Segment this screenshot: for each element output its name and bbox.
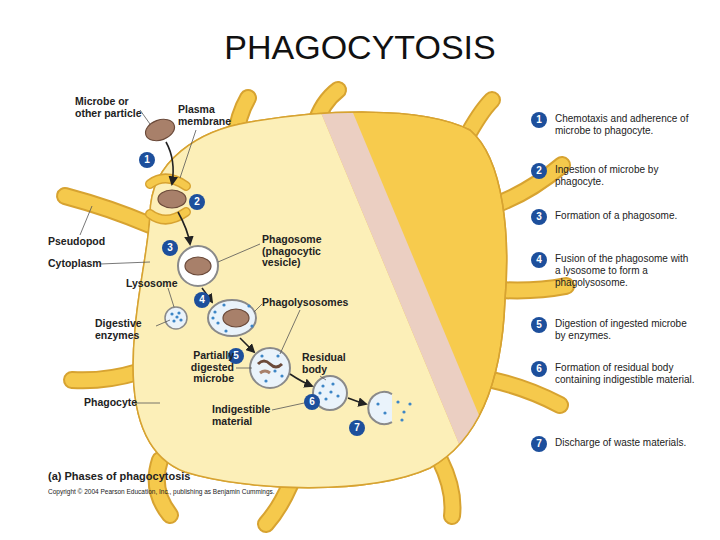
part-label: Indigestible material bbox=[212, 404, 292, 427]
title: PHAGOCYTOSIS bbox=[0, 28, 720, 67]
step-marker: 3 bbox=[162, 240, 178, 256]
part-label: Phagosome (phagocytic vesicle) bbox=[262, 234, 328, 269]
part-label: Phagocyte bbox=[84, 397, 154, 409]
callout-number: 7 bbox=[531, 436, 547, 452]
callout-number: 6 bbox=[531, 361, 547, 377]
step-description: Chemotaxis and adherence of microbe to p… bbox=[555, 112, 695, 137]
part-label: Phagolysosomes bbox=[262, 297, 372, 309]
step-marker: 7 bbox=[349, 420, 365, 436]
step-entry: 5 Digestion of ingested microbe by enzyme… bbox=[531, 317, 716, 342]
callout-number: 2 bbox=[189, 194, 205, 210]
microbe bbox=[142, 115, 177, 144]
step-entry: 2 Ingestion of microbe by phagocyte. bbox=[531, 163, 716, 188]
callout-number: 3 bbox=[531, 209, 547, 225]
step-marker: 2 bbox=[189, 194, 205, 210]
part-label: Pseudopod bbox=[48, 236, 128, 248]
step-description: Fusion of the phagosome with a lysosome … bbox=[555, 252, 695, 289]
step-marker: 4 bbox=[194, 292, 210, 308]
step-entry: 3 Formation of a phagosome. bbox=[531, 209, 716, 225]
part-label: Partially digested microbe bbox=[160, 350, 234, 385]
cut-face bbox=[0, 0, 531, 540]
step-description: Formation of a phagosome. bbox=[555, 209, 695, 222]
part-label: Microbe or other particle bbox=[75, 96, 157, 119]
callout-number: 5 bbox=[531, 317, 547, 333]
step-entry: 6 Formation of residual body containing i… bbox=[531, 361, 716, 386]
step-entry: 4 Fusion of the phagosome with a lysosome… bbox=[531, 252, 716, 289]
step-entry: 1 Chemotaxis and adherence of microbe to … bbox=[531, 112, 716, 137]
callout-number: 1 bbox=[531, 112, 547, 128]
part-label: Cytoplasm bbox=[48, 258, 128, 270]
callout-number: 3 bbox=[162, 240, 178, 256]
callout-number: 4 bbox=[531, 252, 547, 268]
callout-number: 6 bbox=[304, 394, 320, 410]
step-description: Ingestion of microbe by phagocyte. bbox=[555, 163, 695, 188]
step-marker: 1 bbox=[139, 152, 155, 168]
ingestion bbox=[150, 178, 186, 219]
step-entry: 7 Discharge of waste materials. bbox=[531, 436, 716, 452]
discharge bbox=[368, 392, 411, 424]
callout-number: 4 bbox=[194, 292, 210, 308]
callout-number: 1 bbox=[139, 152, 155, 168]
part-label: Digestive enzymes bbox=[95, 318, 155, 341]
cell-outline bbox=[133, 112, 506, 488]
step-description: Formation of residual body containing in… bbox=[555, 361, 695, 386]
phagosome bbox=[178, 246, 218, 286]
step-marker: 6 bbox=[304, 394, 320, 410]
part-label: Lysosome bbox=[126, 278, 186, 290]
phagolysosome bbox=[208, 300, 256, 336]
digesting-vesicle bbox=[250, 348, 290, 388]
part-label: Residual body bbox=[302, 352, 362, 375]
callout-number: 2 bbox=[531, 163, 547, 179]
callout-number: 7 bbox=[349, 420, 365, 436]
part-label: Plasma membrane bbox=[178, 104, 240, 127]
step-description: Digestion of ingested microbe by enzymes… bbox=[555, 317, 695, 342]
copyright-note: Copyright © 2004 Pearson Education, Inc.… bbox=[48, 488, 388, 495]
caption: (a) Phases of phagocytosis bbox=[48, 470, 190, 482]
lysosome bbox=[165, 307, 187, 329]
step-description: Discharge of waste materials. bbox=[555, 436, 695, 449]
